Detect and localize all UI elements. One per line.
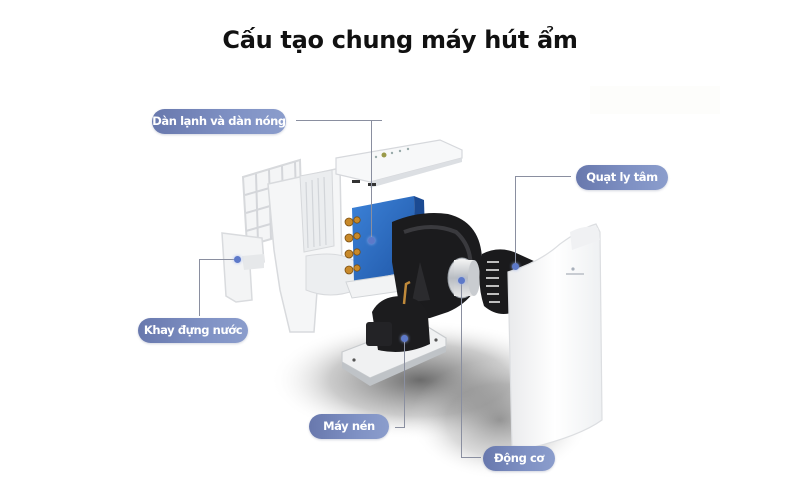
marker-dot-motor: [458, 277, 465, 284]
label-condenser-evaporator: Dàn lạnh và dàn nóng: [152, 109, 286, 134]
connector-compressor-v: [404, 339, 405, 428]
compressor-part: [341, 280, 447, 386]
label-motor: Động cơ: [483, 446, 555, 471]
faded-panel-area: [590, 86, 720, 114]
marker-dot-fan: [512, 263, 519, 270]
connector-motor-v: [461, 280, 462, 458]
label-compressor: Máy nén: [309, 414, 389, 439]
water-tray-part: [221, 232, 265, 303]
connector-motor-h: [461, 457, 481, 458]
diagram-title: Cấu tạo chung máy hút ẩm: [222, 26, 578, 54]
chassis: [267, 167, 357, 333]
connector-tray-v: [199, 259, 200, 316]
label-water-tray: Khay đựng nước: [138, 318, 248, 343]
connector-tray-h: [199, 259, 237, 260]
marker-dot-tray: [234, 256, 241, 263]
connector-fan-h: [515, 176, 571, 177]
label-centrifugal-fan: Quạt ly tâm: [576, 165, 668, 190]
marker-dot-compressor: [401, 335, 408, 342]
connector-coil-v: [371, 120, 372, 240]
front-cover-panel: [507, 223, 603, 449]
top-control-panel: [335, 139, 463, 188]
connector-compressor-h: [395, 427, 405, 428]
connector-fan-v: [515, 176, 516, 266]
connector-coil-h: [296, 120, 382, 121]
marker-dot-coil: [368, 237, 375, 244]
